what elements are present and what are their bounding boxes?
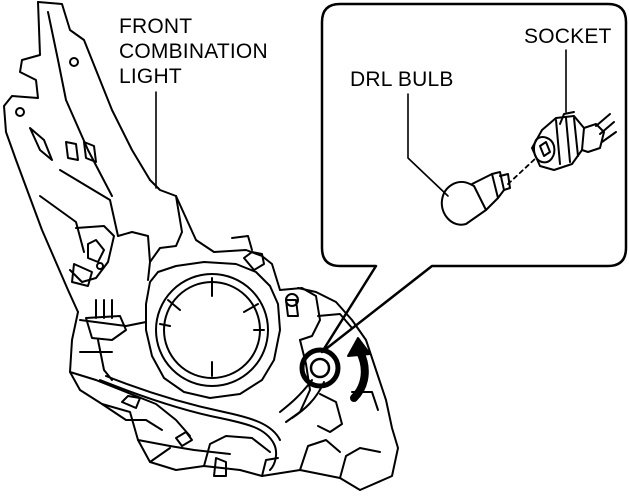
rotation-arrow bbox=[347, 337, 371, 402]
leader-lines bbox=[155, 49, 567, 197]
label-line: FRONT bbox=[119, 15, 193, 38]
socket-label: SOCKET bbox=[524, 25, 612, 48]
drl-socket bbox=[531, 111, 617, 171]
front-combination-light-label: FRONT COMBINATION LIGHT bbox=[119, 14, 268, 89]
callout-inset bbox=[320, 2, 628, 354]
insertion-guide bbox=[507, 157, 537, 185]
label-line: COMBINATION bbox=[119, 40, 268, 63]
headlamp-housing bbox=[3, 1, 399, 491]
drl-bulb-label: DRL BULB bbox=[350, 68, 454, 91]
drl-socket-on-housing bbox=[279, 347, 341, 419]
label-line: LIGHT bbox=[119, 65, 182, 88]
drl-bulb bbox=[440, 171, 511, 226]
